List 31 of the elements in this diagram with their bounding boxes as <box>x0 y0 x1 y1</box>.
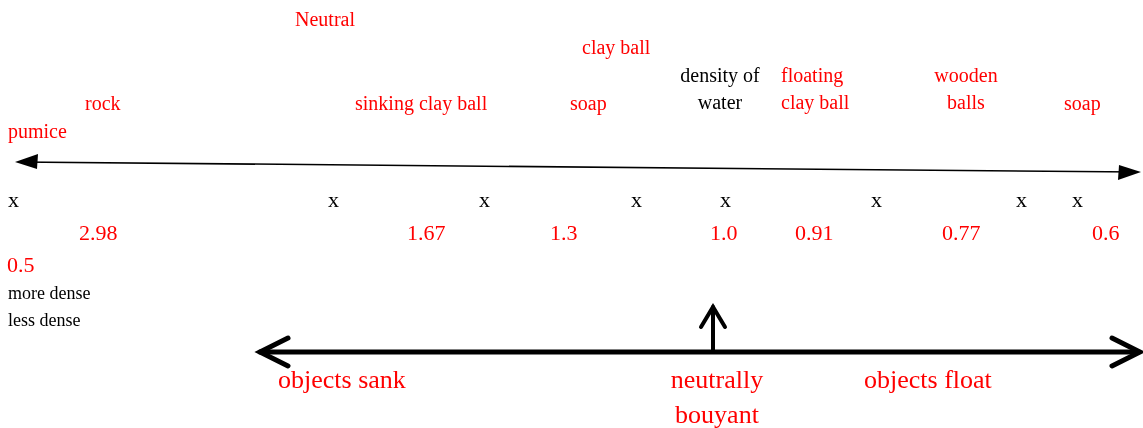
object-label: 2.98 <box>79 219 118 247</box>
object-label: objects float <box>864 364 992 396</box>
object-label: rock <box>85 91 121 116</box>
object-label: Neutral <box>295 7 355 32</box>
object-label: sinking clay ball <box>355 91 488 117</box>
object-label: 1.0 <box>710 219 738 247</box>
scale-label: less dense <box>8 309 81 332</box>
object-label: 1.67 <box>407 219 446 247</box>
object-label: objects sank <box>278 364 406 396</box>
object-label: wooden balls <box>933 63 999 115</box>
object-label: soap <box>1064 91 1101 117</box>
scale-label: more dense <box>8 282 91 305</box>
scale-label: x <box>631 186 642 214</box>
object-label: 0.5 <box>7 251 35 279</box>
scale-label: x <box>871 186 882 214</box>
scale-label: x <box>328 186 339 214</box>
object-label: 0.77 <box>942 219 981 247</box>
object-label: clay ball <box>582 35 651 61</box>
object-label: neutrally bouyant <box>669 364 765 428</box>
object-label: 1.3 <box>550 219 578 247</box>
scale-label: x <box>1072 186 1083 214</box>
scale-label: x <box>8 186 19 214</box>
object-label: soap <box>570 91 607 117</box>
scale-label: x <box>720 186 731 214</box>
object-label: floating clay ball <box>781 63 851 116</box>
scale-label: density of water <box>679 63 761 115</box>
object-label: 0.91 <box>795 219 834 247</box>
object-label: 0.6 <box>1092 219 1120 247</box>
scale-label: x <box>1016 186 1027 214</box>
object-label: pumice <box>8 119 67 145</box>
scale-label: x <box>479 186 490 214</box>
